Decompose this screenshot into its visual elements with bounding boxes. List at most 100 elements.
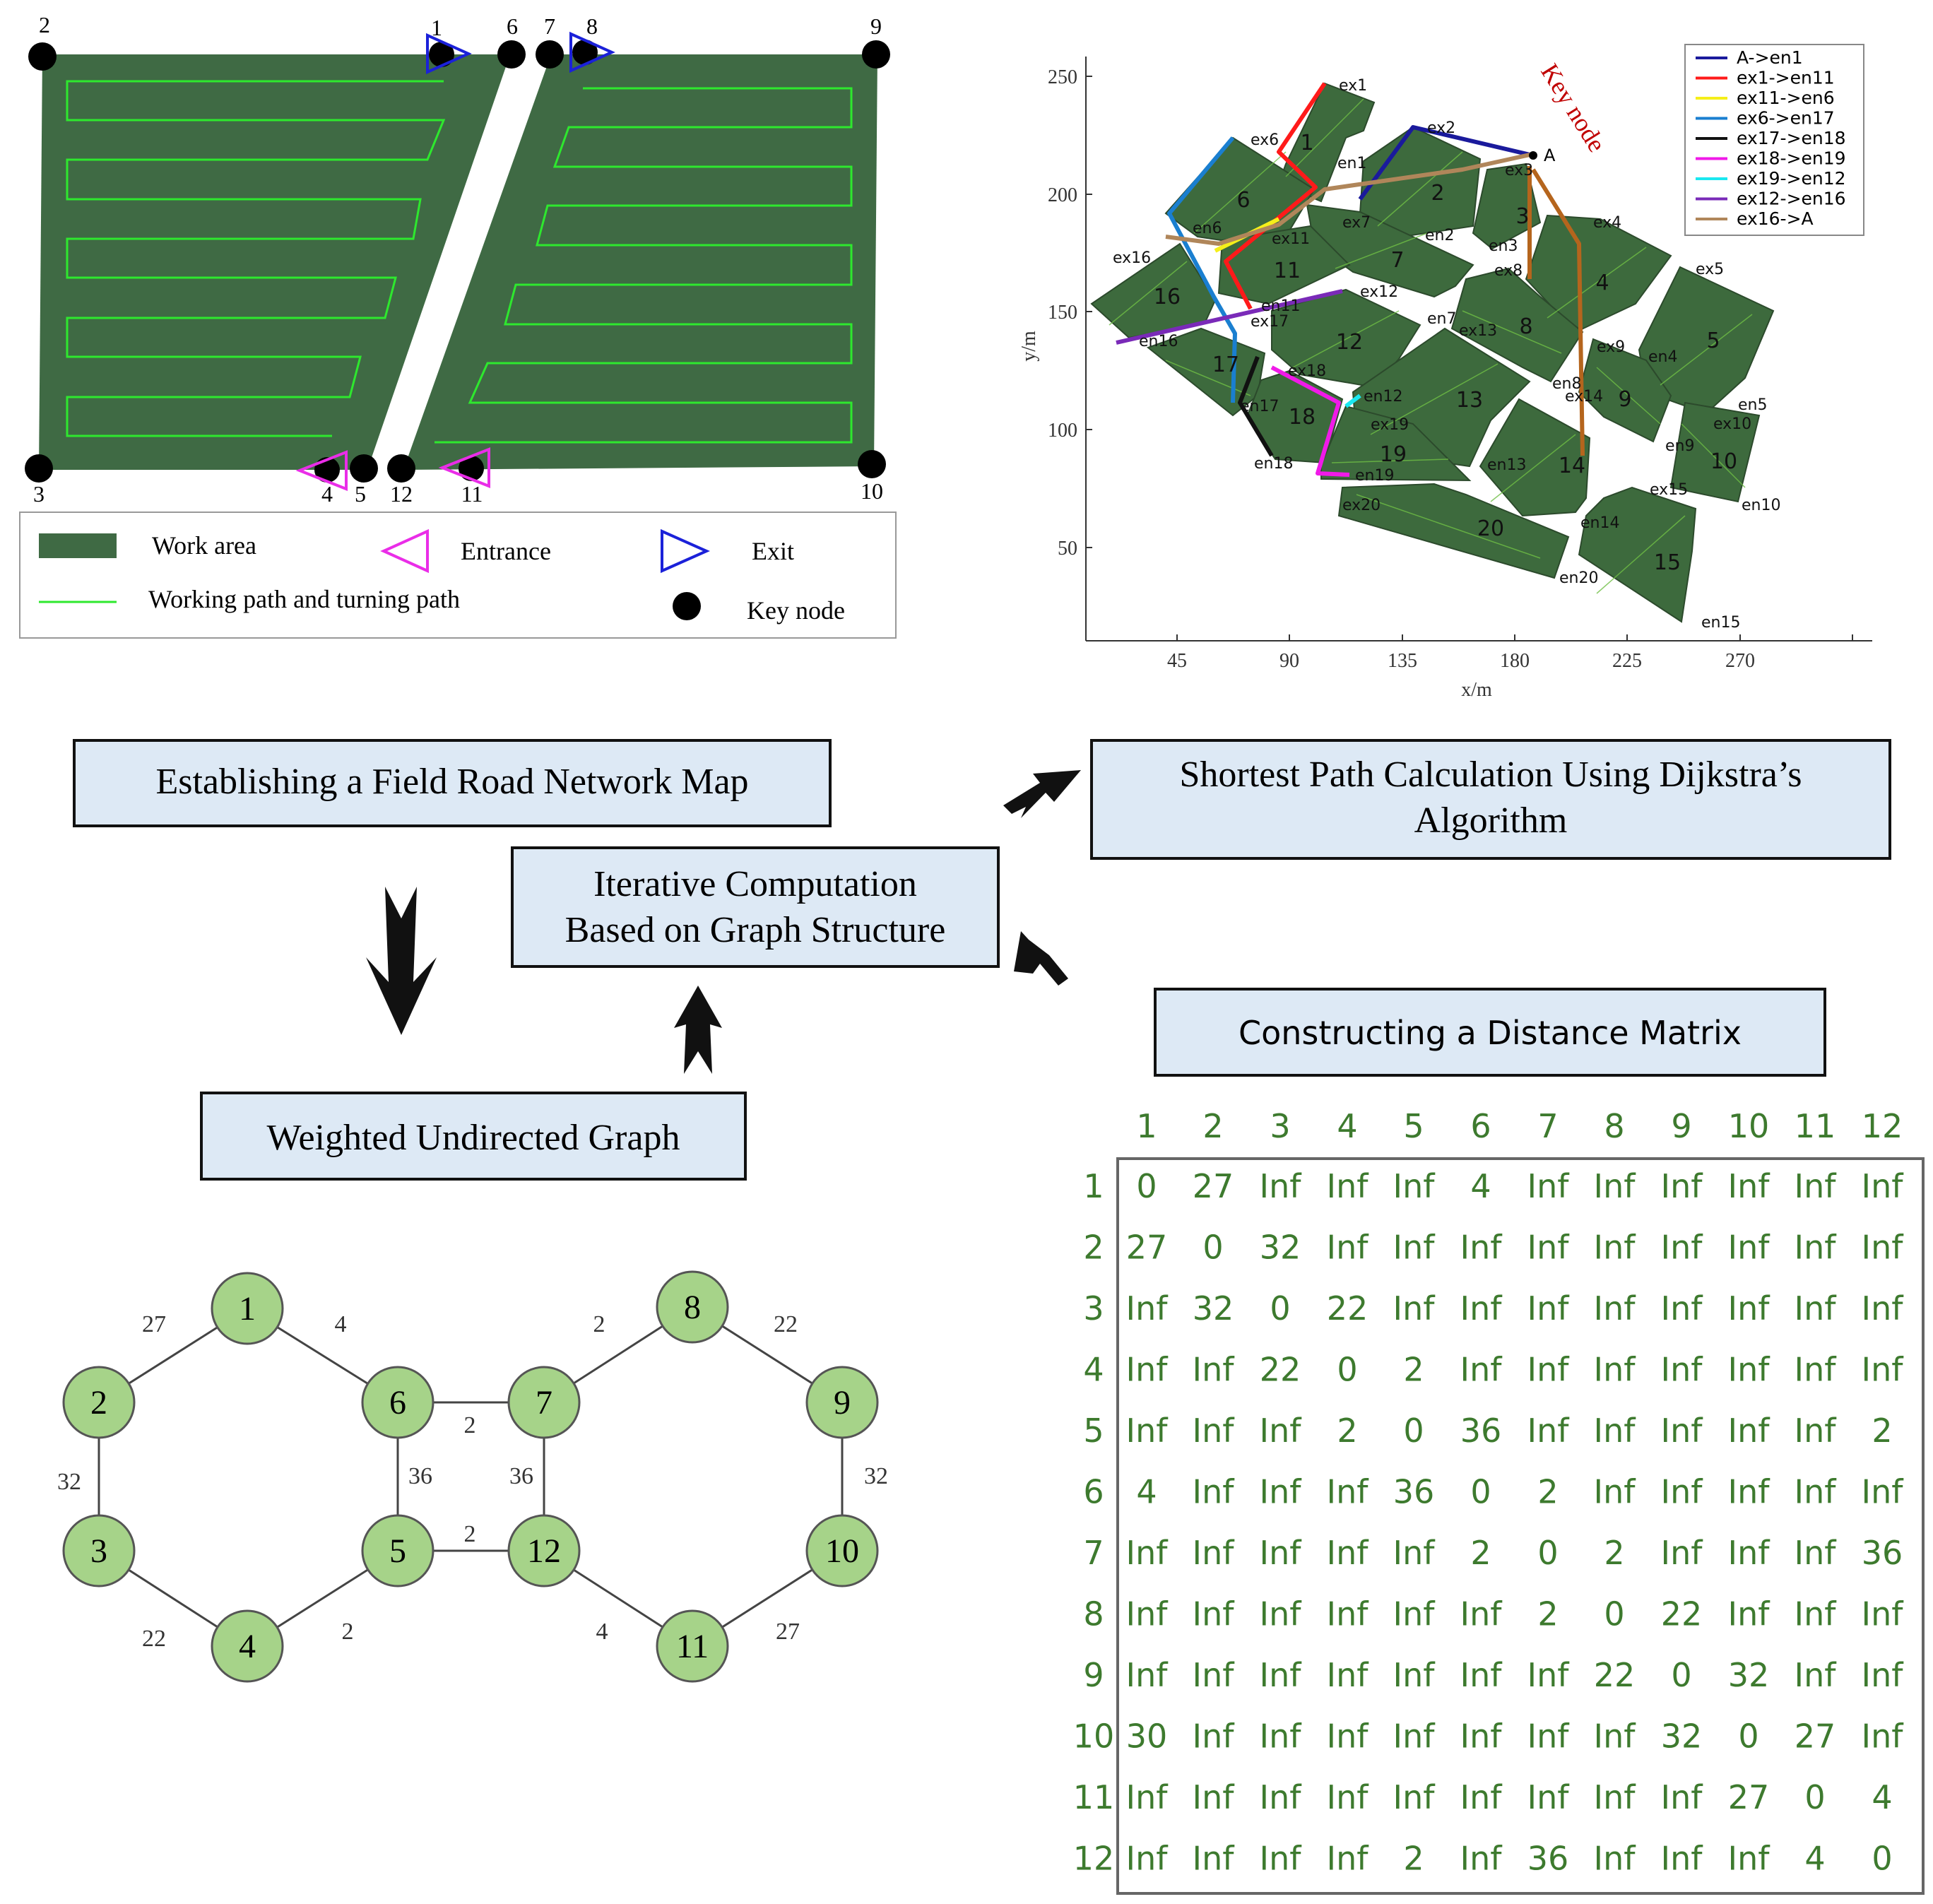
plot-point-label: ex3	[1505, 162, 1533, 179]
legend-entrance-label: Entrance	[461, 537, 551, 565]
matrix-cell: Inf	[1260, 1717, 1303, 1756]
plot-field-number: 2	[1431, 181, 1444, 206]
matrix-cell: Inf	[1795, 1289, 1838, 1328]
graph-node-1: 1	[211, 1272, 284, 1345]
plot-hatch-line	[1109, 261, 1188, 326]
graph-edge-weights: 27 4 32 22 2 36 2 2 36 2 22 32 27 4	[57, 1311, 888, 1652]
matrix-cell: Inf	[1527, 1289, 1571, 1328]
matrix-cell: Inf	[1460, 1229, 1503, 1267]
route-ex16-a	[1165, 152, 1534, 246]
graph-edge-weight: 2	[593, 1311, 605, 1337]
plot-field-number: 13	[1456, 388, 1483, 413]
matrix-col-header: 12	[1862, 1107, 1903, 1145]
legend-key-node-label: Key node	[747, 596, 845, 625]
plot-x-tick-label: 45	[1167, 650, 1187, 672]
plot-field-10	[1669, 401, 1761, 503]
key-node-2	[28, 42, 57, 71]
plot-point-label: en16	[1139, 333, 1178, 350]
matrix-cell: Inf	[1795, 1656, 1838, 1694]
graph-node-9: 9	[805, 1366, 879, 1439]
matrix-row-header: 11	[1073, 1778, 1115, 1816]
matrix-cell: Inf	[1594, 1289, 1637, 1328]
graph-node-label: 11	[676, 1628, 709, 1665]
matrix-col-header: 1	[1136, 1107, 1157, 1145]
matrix-cell: Inf	[1862, 1351, 1905, 1389]
plot-point-label: en20	[1559, 569, 1598, 587]
box-shortest-path: Shortest Path Calculation Using Dijkstra…	[1090, 739, 1891, 860]
plot-field-14	[1479, 398, 1591, 517]
left-working-path	[66, 80, 446, 437]
box-shortest-path-line2: Algorithm	[1414, 800, 1568, 841]
route-a-en1	[1358, 125, 1534, 201]
box-distance-matrix-frame	[1154, 988, 1826, 1077]
plot-field-9	[1578, 338, 1672, 443]
matrix-cell: Inf	[1327, 1778, 1370, 1816]
matrix-cell: 0	[1202, 1229, 1223, 1267]
matrix-cell: 36	[1460, 1412, 1502, 1450]
plot-point-label: ex15	[1650, 481, 1688, 499]
graph-edge-weight: 27	[142, 1311, 166, 1337]
matrix-cell: Inf	[1193, 1840, 1236, 1878]
matrix-col-header: 6	[1470, 1107, 1491, 1145]
plot-hatch-line	[1165, 360, 1251, 396]
matrix-cell: Inf	[1862, 1717, 1905, 1756]
plot-field-number: 5	[1706, 329, 1720, 353]
matrix-cell: Inf	[1193, 1656, 1236, 1694]
matrix-cell: 0	[1804, 1778, 1825, 1816]
plot-hatch-line	[1596, 367, 1661, 425]
plot-hatch-line	[1193, 151, 1287, 234]
graph-edge-weight: 32	[57, 1469, 81, 1495]
box-iterative-line2: Based on Graph Structure	[565, 910, 946, 950]
left-work-area	[39, 54, 510, 470]
matrix-cell: Inf	[1260, 1778, 1303, 1816]
exit-marker-1	[426, 32, 472, 75]
plot-field-number: 15	[1654, 550, 1681, 575]
matrix-cell: Inf	[1327, 1534, 1370, 1572]
plot-point-label: ex5	[1696, 261, 1724, 278]
matrix-cell: Inf	[1460, 1289, 1503, 1328]
plot-point-label: en5	[1738, 396, 1767, 414]
matrix-col-header: 7	[1537, 1107, 1558, 1145]
legend-exit-label: Exit	[752, 537, 794, 565]
plot-point-label: en7	[1427, 310, 1456, 328]
matrix-cell: 2	[1337, 1412, 1357, 1450]
plot-point-label: en1	[1337, 155, 1366, 172]
plot-field-number: 6	[1236, 188, 1250, 213]
matrix-cell: Inf	[1260, 1840, 1303, 1878]
legend-exit-icon	[661, 528, 710, 574]
route-ex1-en11	[1224, 82, 1327, 310]
plot-field-20	[1337, 483, 1570, 579]
matrix-cell: Inf	[1594, 1351, 1637, 1389]
matrix-cell: Inf	[1728, 1351, 1771, 1389]
matrix-cell: Inf	[1393, 1167, 1436, 1205]
weighted-graph: 27 4 32 22 2 36 2 2 36 2 22 32 27 4 1 2 …	[57, 1270, 888, 1683]
plot-field-number: 3	[1515, 204, 1529, 229]
legend-work-area-label: Work area	[152, 531, 256, 560]
matrix-cell: Inf	[1661, 1351, 1704, 1389]
matrix-cell: Inf	[1393, 1289, 1436, 1328]
plot-point-label: ex6	[1251, 131, 1279, 149]
matrix-col-header: 4	[1337, 1107, 1357, 1145]
plot-x-axis-label: x/m	[1461, 679, 1492, 701]
matrix-cell: Inf	[1126, 1351, 1169, 1389]
graph-node-10: 10	[805, 1514, 879, 1587]
matrix-cell: Inf	[1460, 1717, 1503, 1756]
matrix-cell: Inf	[1795, 1167, 1838, 1205]
route-legend-label: ex1->en11	[1737, 68, 1835, 88]
route-legend-label: ex11->en6	[1737, 88, 1835, 108]
matrix-cell: Inf	[1126, 1289, 1169, 1328]
right-work-area	[403, 54, 877, 470]
matrix-cell: Inf	[1260, 1167, 1303, 1205]
plot-field-number: 18	[1289, 405, 1316, 430]
matrix-cell: Inf	[1126, 1534, 1169, 1572]
box-iterative-frame	[511, 846, 1000, 968]
graph-node-label: 12	[527, 1532, 561, 1570]
plot-field-number: 8	[1519, 314, 1532, 339]
plot-point-label: en4	[1648, 348, 1677, 366]
plot-x-tick-label: 90	[1279, 650, 1299, 672]
plot-hatch-line	[1377, 151, 1463, 227]
matrix-cell: Inf	[1327, 1473, 1370, 1511]
graph-edge-weight: 4	[335, 1311, 347, 1337]
matrix-cell: Inf	[1393, 1778, 1436, 1816]
matrix-cell: Inf	[1327, 1229, 1370, 1267]
